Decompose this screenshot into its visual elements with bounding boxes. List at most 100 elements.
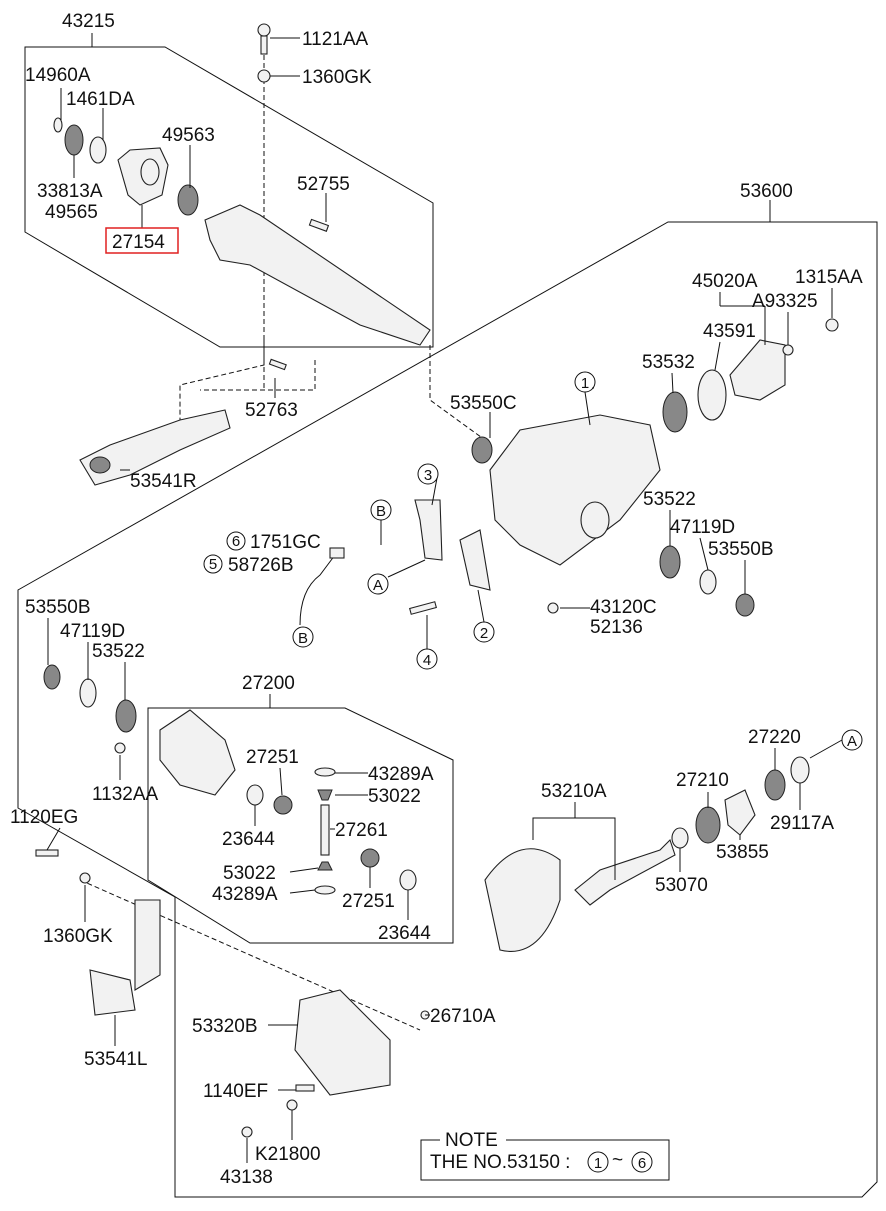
- part-label[interactable]: 49565: [45, 202, 98, 223]
- part-label[interactable]: 43289A: [368, 764, 434, 785]
- part-label[interactable]: 27251: [246, 747, 299, 768]
- spacer-icon: [671, 827, 689, 849]
- oil-seal-icon: [471, 436, 493, 464]
- part-label[interactable]: 53522: [643, 489, 696, 510]
- part-label[interactable]: 52136: [590, 617, 643, 638]
- part-label[interactable]: 52755: [297, 174, 350, 195]
- bolt-icon: [268, 358, 287, 371]
- part-label[interactable]: 23644: [222, 829, 275, 850]
- part-label[interactable]: 43138: [220, 1167, 273, 1188]
- plug-icon: [547, 602, 559, 614]
- svg-text:1: 1: [581, 375, 589, 392]
- svg-text:B: B: [376, 503, 386, 520]
- adjuster-ring-icon: [79, 678, 97, 708]
- callout-2: 2: [473, 621, 495, 643]
- group-outline-53600: [17, 200, 878, 1198]
- part-label[interactable]: 53070: [655, 875, 708, 896]
- svg-text:3: 3: [424, 467, 432, 484]
- part-label[interactable]: 49563: [162, 125, 215, 146]
- part-label[interactable]: 1132AA: [92, 784, 159, 805]
- part-label[interactable]: 1360GK: [302, 67, 372, 88]
- note-range-sep: ~: [612, 1150, 623, 1171]
- svg-text:B: B: [298, 630, 308, 647]
- part-label[interactable]: 23644: [378, 923, 431, 944]
- mounting-bracket-left-arm: [134, 899, 161, 991]
- part-label[interactable]: 1751GC: [250, 532, 321, 553]
- part-label[interactable]: 47119D: [60, 621, 125, 642]
- axis-line: [200, 360, 316, 391]
- part-label[interactable]: 53550B: [708, 539, 774, 560]
- part-label[interactable]: 53550C: [450, 393, 517, 414]
- differential-carrier-icon: [489, 414, 661, 566]
- part-label[interactable]: 53550B: [25, 597, 91, 618]
- axle-shaft-tube-icon: [204, 204, 431, 346]
- plug-icon: [241, 1126, 253, 1138]
- part-label[interactable]: 53022: [223, 863, 276, 884]
- side-gear-icon: [273, 795, 293, 815]
- note-text: THE NO.53150 :: [430, 1152, 570, 1173]
- part-label[interactable]: 27220: [748, 727, 801, 748]
- part-label[interactable]: 53855: [716, 842, 769, 863]
- pinion-gear-icon: [317, 789, 333, 801]
- part-label[interactable]: 53532: [642, 352, 695, 373]
- part-label[interactable]: 1120EG: [10, 807, 78, 828]
- part-label[interactable]: 43120C: [590, 597, 657, 618]
- part-label[interactable]: 53600: [740, 181, 793, 202]
- part-label[interactable]: 26710A: [430, 1006, 496, 1027]
- part-label[interactable]: 53522: [92, 641, 145, 662]
- callout-1: 1: [574, 371, 596, 393]
- pinion-shaft-icon: [320, 804, 330, 856]
- part-label[interactable]: 43289A: [212, 884, 278, 905]
- bearing-cap-icon: [459, 529, 491, 591]
- group-outline-27200: [147, 694, 454, 944]
- callout-5: 5: [203, 554, 223, 574]
- snap-ring-icon: [89, 136, 107, 164]
- part-label[interactable]: 27200: [242, 673, 295, 694]
- part-label[interactable]: 52763: [245, 400, 298, 421]
- mounting-bracket-left-icon: [89, 969, 136, 1016]
- collapsible-spacer-icon: [724, 789, 756, 836]
- extension-housing-bore: [140, 158, 160, 186]
- part-label[interactable]: 53210A: [541, 781, 607, 802]
- part-label[interactable]: 14960A: [25, 65, 91, 86]
- part-label[interactable]: 43215: [62, 11, 115, 32]
- part-label[interactable]: 47119D: [670, 517, 735, 538]
- nut-icon: [257, 69, 271, 83]
- part-label[interactable]: A93325: [752, 291, 818, 312]
- highlight-box: [105, 227, 179, 254]
- part-label[interactable]: 53541R: [130, 471, 197, 492]
- bushing-icon: [89, 456, 111, 474]
- oil-seal-icon: [43, 664, 61, 690]
- mounting-bracket-right-icon: [79, 409, 231, 486]
- part-label[interactable]: 1461DA: [66, 89, 135, 110]
- differential-case-icon: [159, 709, 236, 796]
- adjuster-ring-icon: [699, 569, 717, 595]
- part-label[interactable]: 27261: [335, 820, 388, 841]
- shim-icon: [790, 756, 810, 784]
- part-label[interactable]: 27251: [342, 891, 395, 912]
- part-label-highlighted[interactable]: 27154: [112, 232, 165, 253]
- part-label[interactable]: K21800: [255, 1144, 321, 1165]
- plug-icon: [114, 742, 126, 754]
- part-label[interactable]: 33813A: [37, 181, 103, 202]
- vent-plug-icon: [329, 547, 345, 559]
- svg-text:2: 2: [480, 625, 488, 642]
- group-outline-43215: [24, 33, 434, 348]
- part-label[interactable]: 1121AA: [302, 29, 369, 50]
- part-label[interactable]: 1360GK: [43, 926, 113, 947]
- part-label[interactable]: 27210: [676, 770, 729, 791]
- washer-icon: [286, 1099, 298, 1111]
- bolt-icon: [257, 23, 271, 55]
- part-label[interactable]: 58726B: [228, 555, 294, 576]
- part-label[interactable]: 53541L: [84, 1049, 147, 1070]
- part-label[interactable]: 1315AA: [795, 267, 863, 288]
- part-label[interactable]: 29117A: [770, 813, 834, 834]
- part-label[interactable]: 53320B: [192, 1016, 258, 1037]
- part-label[interactable]: 1140EF: [203, 1081, 268, 1102]
- part-label[interactable]: 43591: [703, 321, 756, 342]
- callout-A: A: [367, 573, 389, 595]
- washer-icon: [314, 885, 336, 895]
- part-label[interactable]: 45020A: [692, 271, 758, 292]
- oil-seal-icon: [662, 391, 688, 433]
- part-label[interactable]: 53022: [368, 786, 421, 807]
